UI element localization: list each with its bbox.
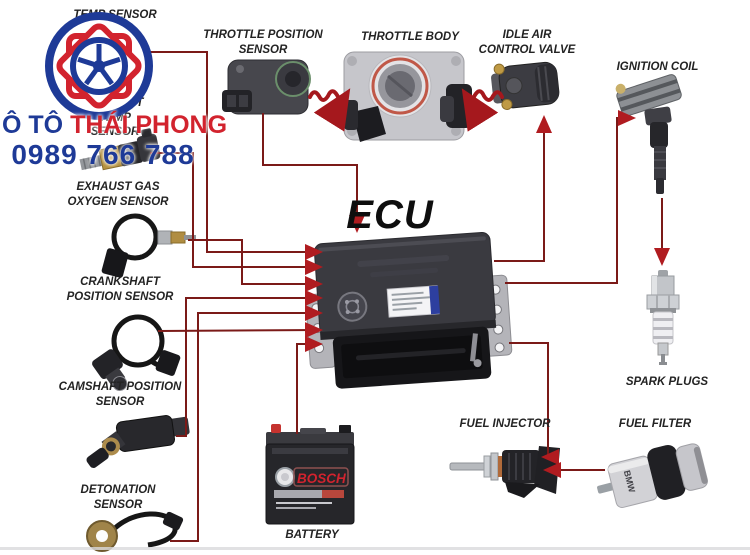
throttle-position-sensor-label: THROTTLE POSITION SENSOR	[203, 29, 323, 56]
battery-brand-text: BOSCH	[297, 471, 346, 486]
throttle-position-sensor-image	[222, 59, 311, 115]
wire-coolant-sensor-to-ecu	[150, 152, 323, 275]
wiring-lines	[150, 51, 670, 542]
wire-detonation-sensor-to-ecu	[170, 305, 323, 542]
exhaust-gas-oxygen-sensor-image	[101, 213, 196, 278]
exhaust-gas-oxygen-sensor-label: EXHAUST GAS OXYGEN SENSOR	[67, 181, 169, 208]
shop-phone: 0989 766 788	[11, 139, 195, 170]
flow-arrows	[308, 88, 504, 132]
fuel-injector-image	[449, 446, 560, 498]
wire-temp-sensor-to-ecu	[150, 51, 323, 260]
crankshaft-position-sensor-label: CRANKSHAFT POSITION SENSOR	[66, 276, 174, 303]
shop-name: Ô TÔ THÁI PHONG	[2, 111, 227, 140]
flow-arrow-tps-to-throttle-body	[308, 88, 351, 132]
crankshaft-position-sensor-image	[92, 314, 181, 392]
fuel-filter-label: FUEL FILTER	[618, 418, 692, 430]
throttle-body-label: THROTTLE BODY	[361, 31, 459, 43]
ignition-coil-label: IGNITION COIL	[616, 61, 699, 73]
wire-ecu-to-fuel-injector	[509, 342, 559, 465]
camshaft-position-sensor-image	[86, 415, 190, 468]
shop-watermark: Ô TÔ THÁI PHONG 0989 766 788	[0, 0, 227, 185]
ecu-title: ECU	[346, 193, 434, 237]
image-bottom-edge	[0, 547, 750, 550]
camshaft-position-sensor-label: CAMSHAFT POSITION SENSOR	[58, 381, 182, 408]
wire-camshaft-sensor-to-ecu	[176, 290, 323, 437]
shop-name-blue: Ô TÔ	[2, 111, 64, 139]
wire-ecu-to-idle-air-valve	[494, 115, 552, 262]
detonation-sensor-label: DETONATION SENSOR	[80, 484, 156, 511]
wire-oxygen-sensor-to-ecu	[188, 239, 323, 292]
throttle-body-image	[343, 51, 472, 142]
ignition-coil-image	[615, 74, 682, 194]
spark-plugs-label: SPARK PLUGS	[625, 376, 709, 388]
battery-label: BATTERY	[285, 529, 339, 541]
fuel-filter-image: BMW	[597, 443, 708, 508]
idle-air-control-valve-image	[491, 61, 560, 111]
idle-air-control-valve-label: IDLE AIR CONTROL VALVE	[478, 29, 576, 56]
coolant-temp-sensor-image	[79, 128, 161, 171]
wire-tps-to-ecu-top	[262, 113, 365, 233]
wire-crankshaft-sensor-to-ecu	[157, 322, 323, 339]
fuel-injector-label: FUEL INJECTOR	[459, 418, 551, 430]
flow-arrow-iacv-to-throttle-body	[461, 88, 504, 132]
wire-ecu-to-ignition-coil	[505, 110, 636, 284]
shop-name-red: THÁI PHONG	[70, 111, 228, 139]
wire-battery-to-ecu	[296, 336, 323, 434]
shop-logo-icon	[45, 12, 153, 120]
spark-plug-image	[646, 270, 680, 365]
detonation-sensor-image	[86, 511, 184, 552]
battery-image: BOSCH	[265, 424, 355, 525]
ecu-image	[305, 231, 513, 389]
